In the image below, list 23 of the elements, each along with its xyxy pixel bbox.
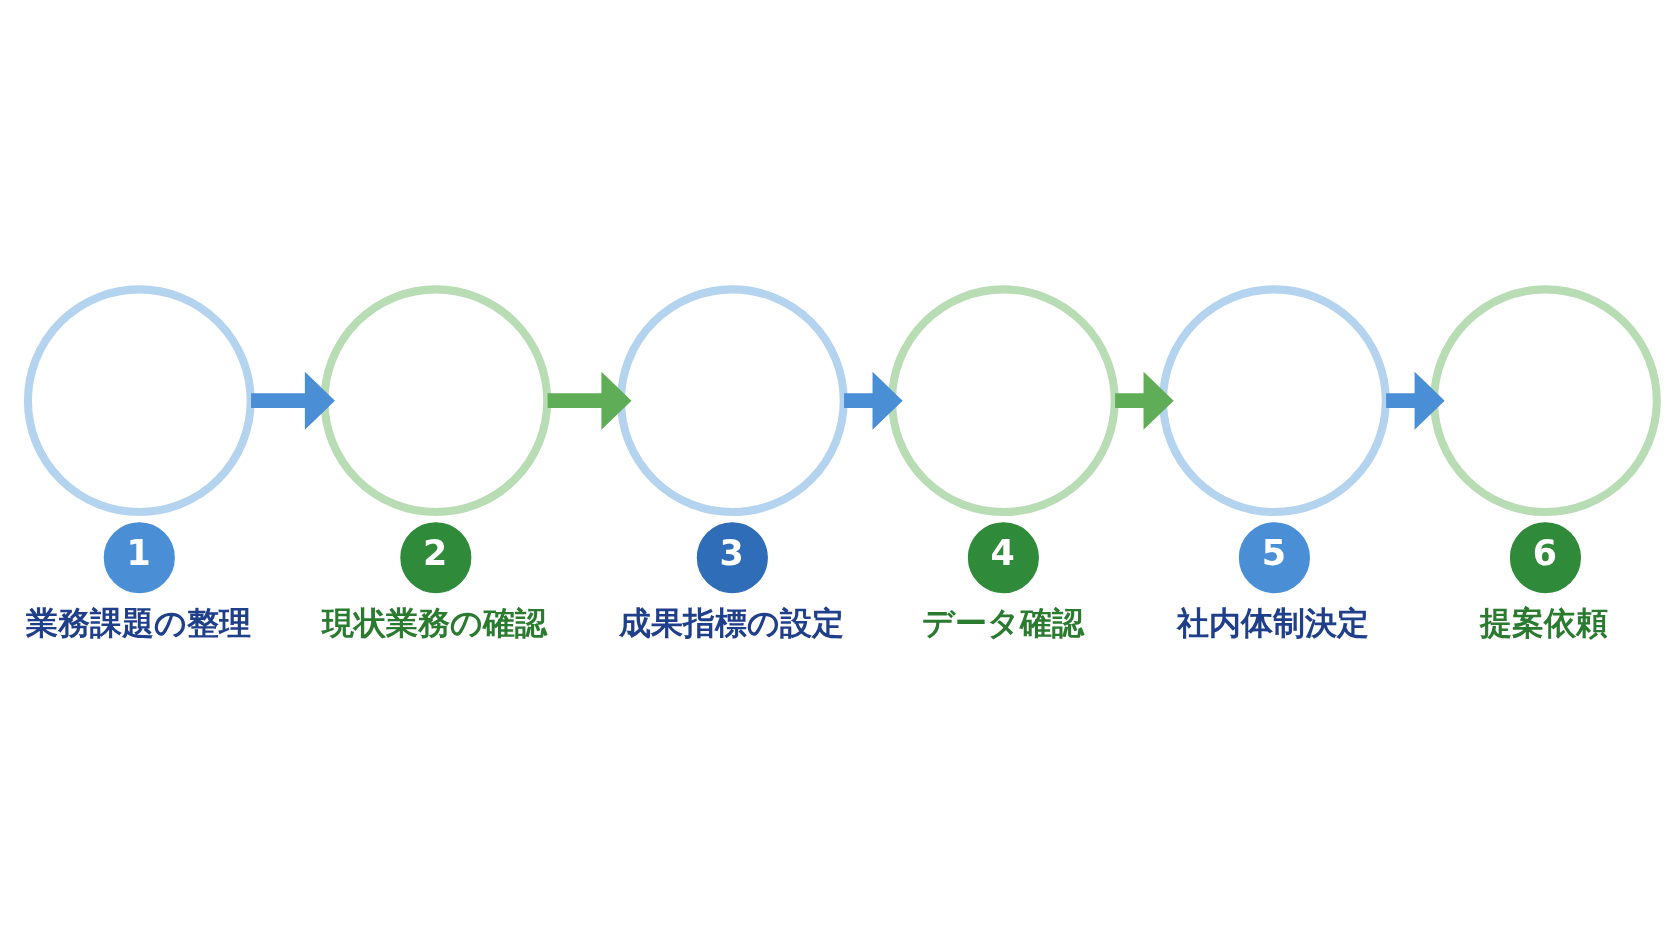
node-circle: 1: [103, 522, 175, 594]
node-circle: [888, 285, 1119, 517]
arrow: [547, 371, 632, 430]
node-label: 社内体制決定: [1177, 604, 1370, 643]
node-circle: 3: [696, 522, 768, 594]
node-circle: [23, 285, 255, 517]
node-circle: 4: [967, 522, 1039, 594]
node-circle: [1159, 285, 1390, 517]
node-label: 現状業務の確認: [322, 604, 548, 643]
node-label: 成果指標の設定: [618, 604, 844, 643]
node-label: 提案依頼: [1480, 604, 1609, 643]
node-circle: 2: [400, 522, 472, 594]
arrow: [844, 371, 903, 430]
node-circle: [320, 285, 552, 517]
node-circle: [1430, 285, 1661, 517]
node-label: 業務課題の整理: [25, 604, 251, 643]
node-label: データ確認: [921, 604, 1084, 643]
node-circle: 6: [1509, 522, 1581, 594]
node-circle: [616, 285, 848, 517]
arrow: [1115, 371, 1174, 430]
arrow: [251, 371, 335, 430]
node-circle: 5: [1238, 522, 1310, 594]
arrow: [1386, 371, 1445, 430]
